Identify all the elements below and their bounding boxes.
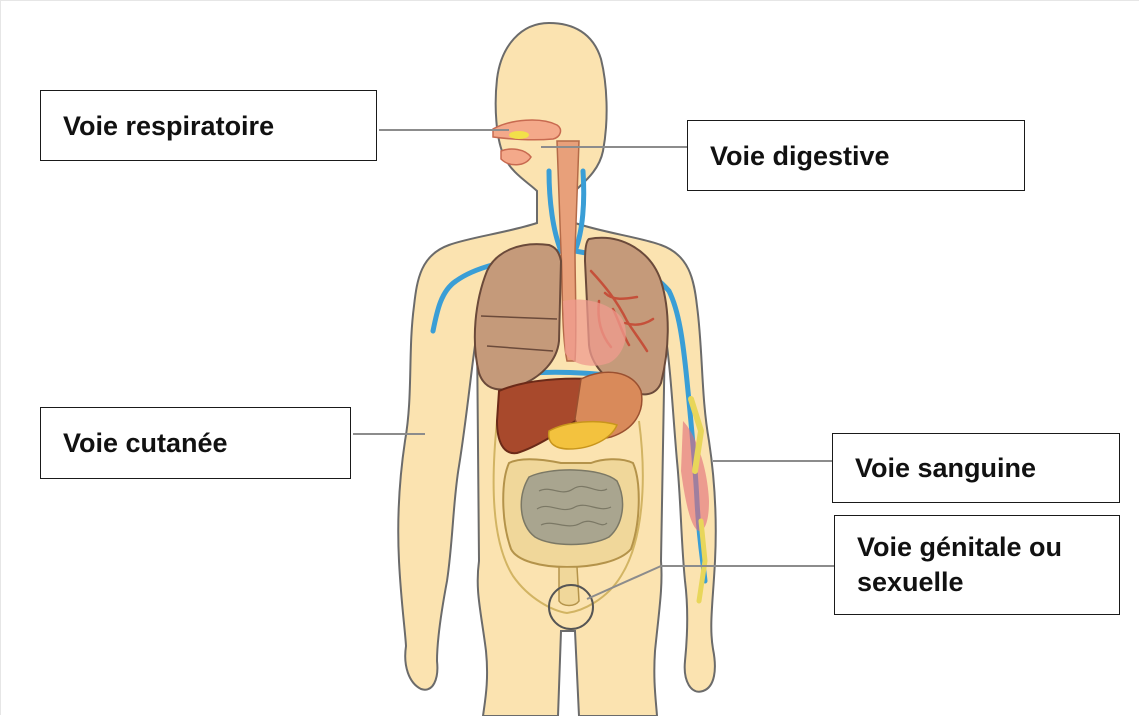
sinus <box>509 131 529 139</box>
label-voie-sanguine: Voie sanguine <box>832 433 1120 503</box>
label-voie-respiratoire: Voie respiratoire <box>40 90 377 161</box>
label-voie-cutanee: Voie cutanée <box>40 407 351 479</box>
label-voie-genitale: Voie génitale ou sexuelle <box>834 515 1120 615</box>
label-voie-digestive: Voie digestive <box>687 120 1025 191</box>
label-voie-respiratoire-text: Voie respiratoire <box>63 110 274 142</box>
label-voie-genitale-text: Voie génitale ou sexuelle <box>857 530 1119 600</box>
label-voie-sanguine-text: Voie sanguine <box>855 452 1036 484</box>
label-voie-cutanee-text: Voie cutanée <box>63 427 228 459</box>
label-voie-digestive-text: Voie digestive <box>710 140 890 172</box>
small-intestine <box>521 470 622 545</box>
